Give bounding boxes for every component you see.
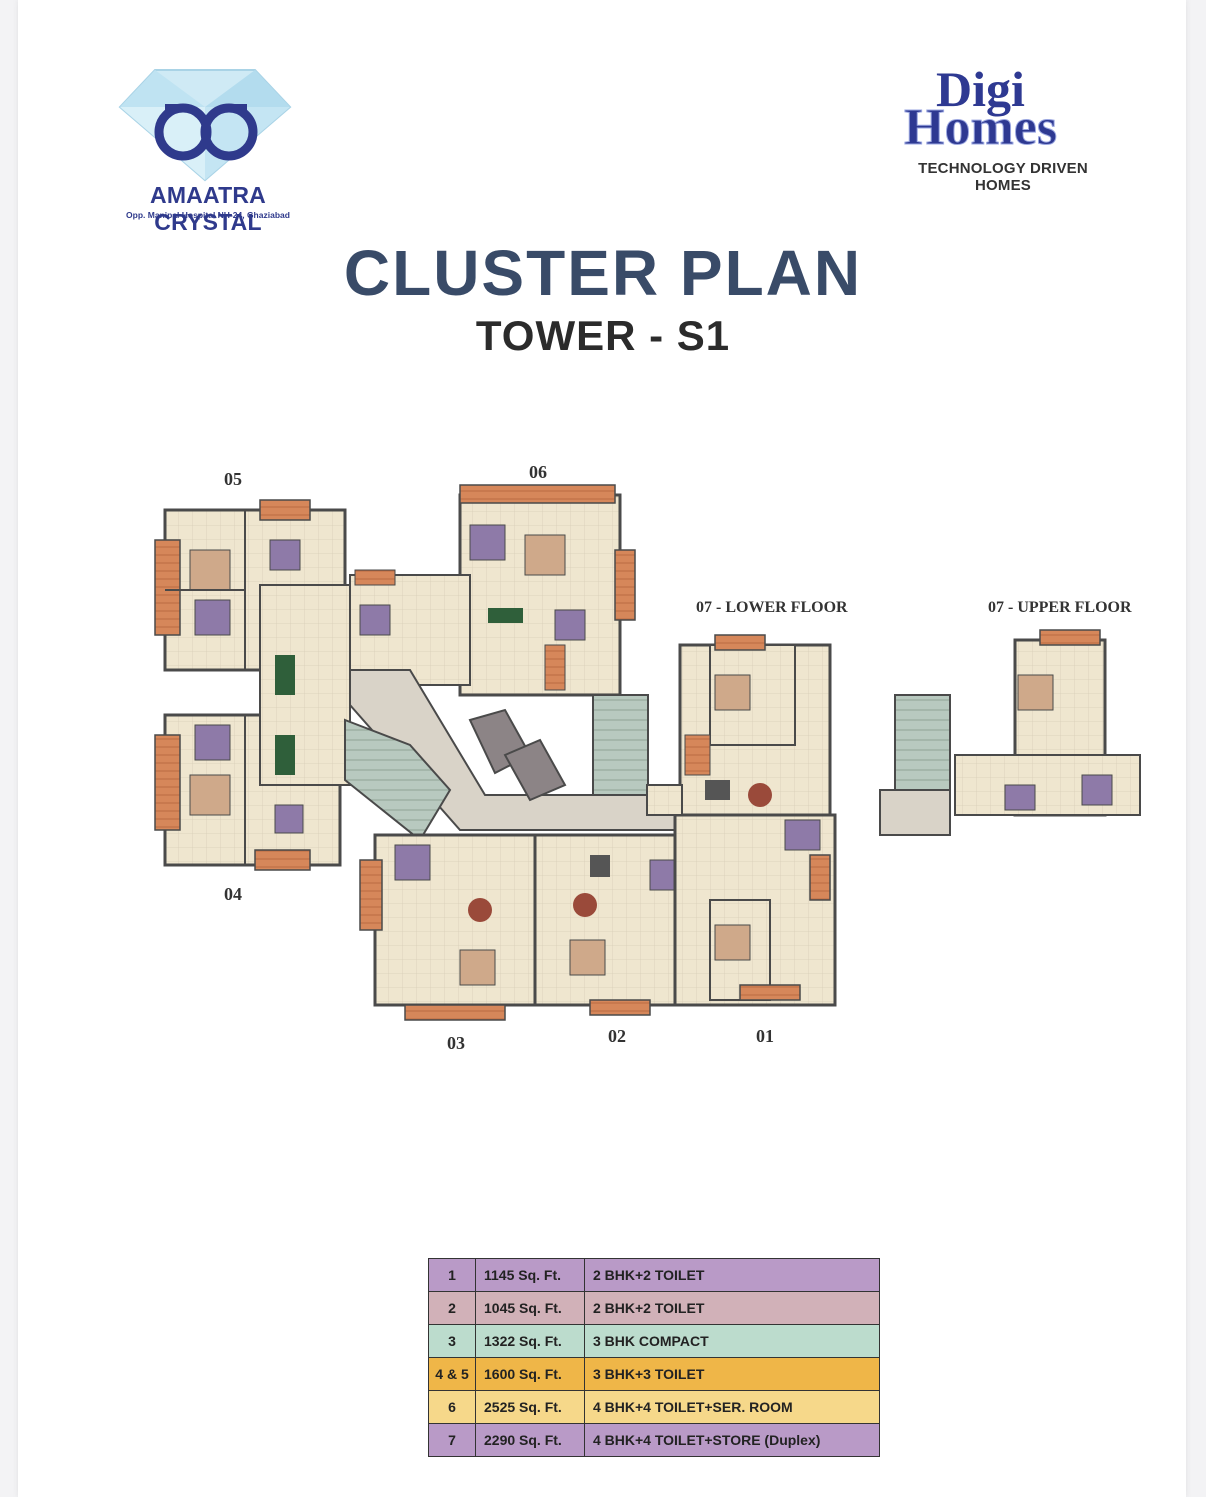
unit-04-05-living (259, 584, 351, 786)
configuration-cell: 3 BHK+3 TOILET (584, 1357, 880, 1391)
unit-07-upper-label: 07 - UPPER FLOOR (988, 599, 1132, 616)
unit-03-label: 03 (447, 1033, 465, 1053)
area-cell: 2525 Sq. Ft. (475, 1390, 585, 1424)
page-title: CLUSTER PLAN (343, 237, 863, 309)
unit-02-label: 02 (608, 1026, 626, 1046)
unit-number-cell: 6 (428, 1390, 476, 1424)
unit-06-label: 06 (529, 462, 547, 482)
unit-05-label: 05 (224, 469, 242, 489)
unit-number-cell: 4 & 5 (428, 1357, 476, 1391)
page-subtitle: TOWER - S1 (475, 312, 731, 359)
brand-name: AMAATRA CRYSTAL (150, 182, 266, 235)
dining-table-icon (275, 735, 295, 775)
unit-07-lower-label: 07 - LOWER FLOOR (696, 599, 848, 616)
cluster-plan: 05 06 04 03 02 01 07 - LOWER FLOOR 07 - … (150, 455, 1150, 1055)
configuration-cell: 3 BHK COMPACT (584, 1324, 880, 1358)
unit-06-block (349, 484, 636, 697)
digi-homes-logo: Digi Homes TECHNOLOGY DRIVEN HOMES (878, 61, 1118, 194)
logo-digi: Digi (936, 61, 1025, 117)
floor-plan-drawing (154, 484, 1141, 1021)
unit-number-cell: 1 (428, 1258, 476, 1292)
unit-04-label: 04 (224, 884, 242, 904)
area-cell: 1045 Sq. Ft. (475, 1291, 585, 1325)
unit-01-label: 01 (756, 1026, 774, 1046)
area-cell: 2290 Sq. Ft. (475, 1423, 585, 1457)
diamond-logo-icon (118, 69, 292, 182)
area-cell: 1322 Sq. Ft. (475, 1324, 585, 1358)
brand-address: Opp. Manipal Hospital NH-24, Ghaziabad (126, 210, 290, 220)
unit-01-block (673, 813, 837, 1007)
configuration-cell: 4 BHK+4 TOILET+STORE (Duplex) (584, 1423, 880, 1457)
area-cell: 1145 Sq. Ft. (475, 1258, 585, 1292)
configuration-cell: 4 BHK+4 TOILET+SER. ROOM (584, 1390, 880, 1424)
unit-07-lower-block (646, 634, 832, 817)
configuration-cell: 2 BHK+2 TOILET (584, 1258, 880, 1292)
logo-homes: Homes (903, 99, 1058, 156)
unit-number-cell: 2 (428, 1291, 476, 1325)
unit-02-block (533, 833, 681, 1016)
unit-03-block (359, 833, 537, 1021)
configuration-cell: 2 BHK+2 TOILET (584, 1291, 880, 1325)
amaatra-crystal-logo: AMAATRA CRYSTAL Opp. Manipal Hospital NH… (95, 62, 315, 235)
unit-number-cell: 3 (428, 1324, 476, 1358)
common-corridor (344, 669, 811, 842)
dining-table-icon (275, 655, 295, 695)
area-cell: 1600 Sq. Ft. (475, 1357, 585, 1391)
unit-number-cell: 7 (428, 1423, 476, 1457)
unit-04-block (154, 713, 342, 871)
unit-07-upper-block (879, 629, 1141, 836)
logo-tagline: TECHNOLOGY DRIVEN HOMES (918, 160, 1088, 194)
